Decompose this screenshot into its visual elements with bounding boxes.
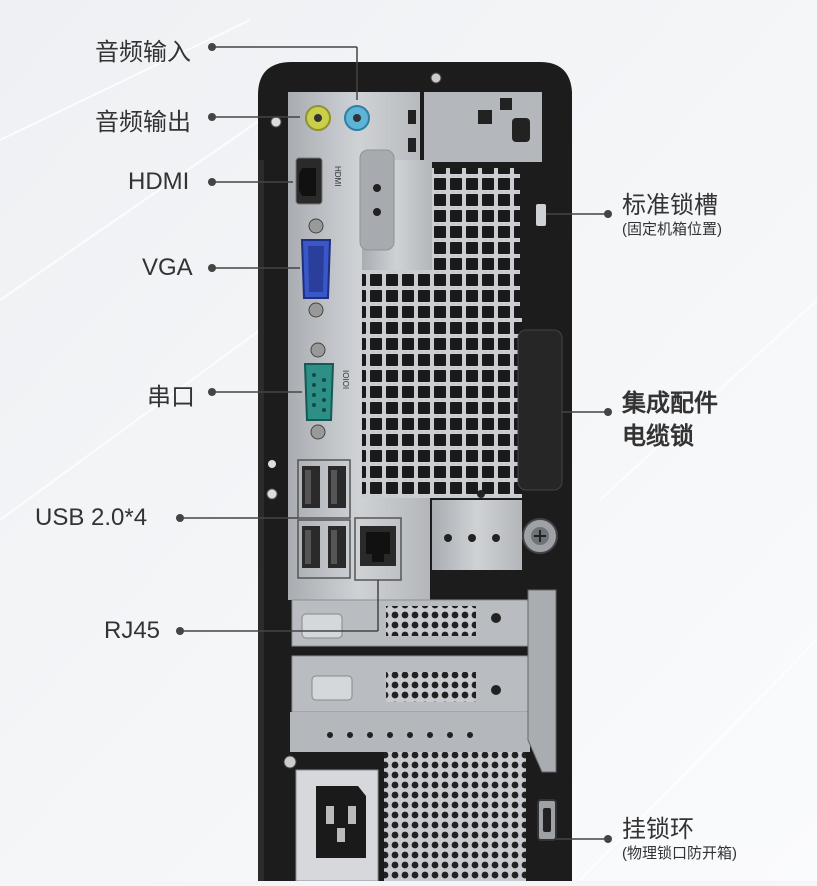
hdmi-marking: HDMI: [333, 166, 342, 186]
slot-retention-latch[interactable]: [527, 589, 557, 773]
audio-in-jack[interactable]: [344, 105, 370, 131]
label-cable-lock-line1: 集成配件: [622, 390, 718, 417]
hdmi-port[interactable]: [295, 157, 323, 205]
vent-grille-upper: [430, 168, 522, 498]
serial-port[interactable]: [303, 342, 335, 440]
padlock-loop[interactable]: [537, 799, 557, 841]
cable-lock-block: [517, 329, 563, 491]
chassis-screw: [266, 488, 278, 500]
psu-vent: [384, 752, 526, 881]
label-padlock-loop: 挂锁环: [622, 816, 694, 843]
label-vga: VGA: [142, 254, 193, 281]
label-cable-lock-line2: 电缆锁: [622, 423, 694, 450]
plate-hole: [477, 490, 485, 498]
audio-out-jack[interactable]: [305, 105, 331, 131]
label-usb: USB 2.0*4: [35, 504, 148, 531]
chassis-screw: [268, 460, 276, 468]
chassis-screw: [270, 116, 282, 128]
usb-ports[interactable]: [297, 459, 351, 579]
chassis-edge: [258, 160, 264, 881]
bracket-hole: [500, 98, 512, 110]
chassis-screw: [430, 72, 442, 84]
label-audio-in: 音频输入: [95, 39, 191, 66]
screw-hole: [373, 184, 381, 192]
slot-bracket-holes: [327, 732, 473, 738]
label-serial: 串口: [147, 384, 195, 411]
chassis-screw: [283, 755, 297, 769]
expansion-slot-cover-2: [291, 655, 531, 713]
vga-port[interactable]: [300, 218, 332, 318]
label-padlock-loop-note: (物理锁口防开箱): [622, 845, 737, 862]
label-lock-slot: 标准锁槽: [622, 192, 718, 219]
bracket-hole: [478, 110, 492, 124]
serial-marking: IOIOI: [341, 370, 350, 389]
power-socket[interactable]: [316, 786, 366, 858]
blank-port-plate: [359, 149, 395, 251]
plate-slot: [408, 138, 416, 152]
side-column: [520, 170, 560, 310]
thumb-screw[interactable]: [522, 518, 558, 554]
label-audio-out: 音频输出: [95, 109, 191, 136]
label-rj45: RJ45: [104, 617, 161, 644]
leader-lines-left: [176, 43, 379, 635]
blank-plate-holes: [444, 534, 500, 542]
bracket-hook: [512, 118, 530, 142]
rj45-port[interactable]: [354, 517, 402, 581]
label-hdmi: HDMI: [128, 168, 190, 195]
background-light-streaks: [0, 19, 817, 881]
security-lock-slot[interactable]: [536, 204, 546, 226]
leader-lines-right: [546, 210, 612, 843]
plate-slot: [408, 110, 416, 124]
expansion-slot-cover-1: [291, 599, 531, 647]
screw-hole: [373, 208, 381, 216]
label-lock-slot-note: (固定机箱位置): [622, 221, 722, 238]
